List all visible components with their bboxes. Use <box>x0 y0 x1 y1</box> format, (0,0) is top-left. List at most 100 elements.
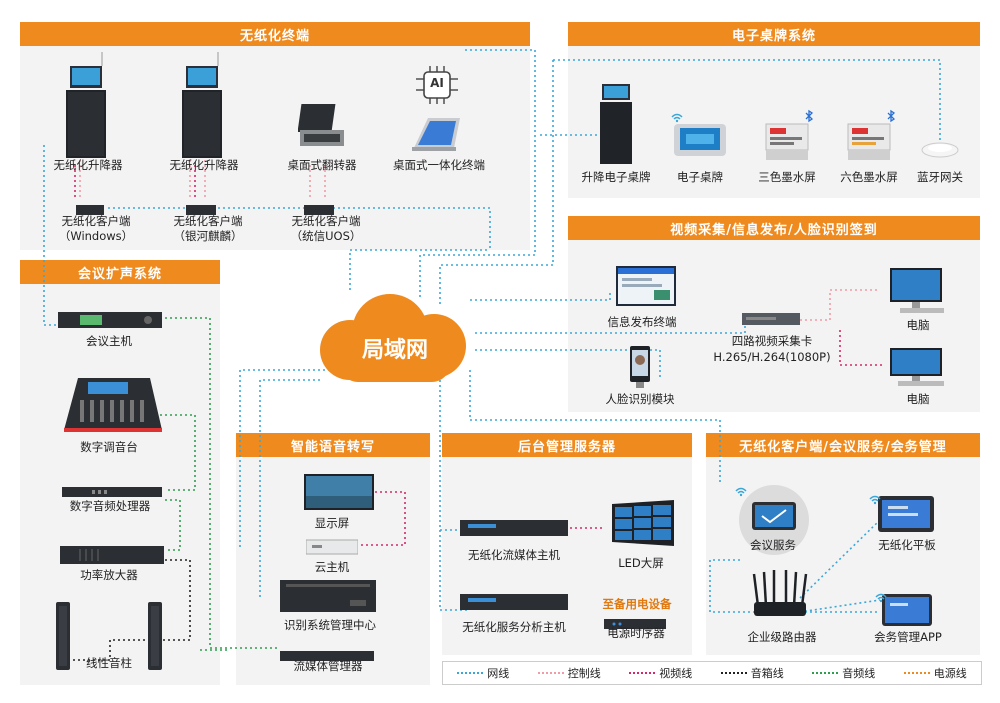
lan-cloud-label: 局域网 <box>361 338 428 363</box>
analysis-host-label: 无纸化服务分析主机 <box>462 620 566 634</box>
legend: 网线 控制线 视频线 音箱线 音频线 电源线 <box>442 661 982 685</box>
paperless-header: 无纸化终端 <box>20 22 530 46</box>
ink3-screen-label: 三色墨水屏 <box>758 170 816 184</box>
voice-header: 智能语音转写 <box>236 433 430 457</box>
lan-cloud-icon <box>310 290 480 386</box>
e-doorplate-label: 电子桌牌 <box>677 170 723 184</box>
meeting-app-label: 会务管理APP <box>874 630 942 644</box>
column-speaker-label: 线性音柱 <box>86 656 132 670</box>
digital-mixer <box>60 374 164 434</box>
paperless-lift-2-label: 无纸化升降器 <box>169 158 239 172</box>
ink6-screen-label: 六色墨水屏 <box>840 170 898 184</box>
led-wall-label: LED大屏 <box>618 556 664 570</box>
paperless-lift-1-label: 无纸化升降器 <box>53 158 123 172</box>
legend-swatch-speaker <box>720 672 747 674</box>
column-speaker-left <box>54 602 72 670</box>
client-uos-box <box>304 200 334 215</box>
meeting-app-tablet <box>882 594 932 626</box>
legend-swatch-network <box>457 672 484 674</box>
paperless-tablet-label: 无纸化平板 <box>878 538 936 552</box>
client-kylin-label: 无纸化客户端 （银河麒麟） <box>173 214 243 243</box>
video-header: 视频采集/信息发布/人脸识别签到 <box>568 216 980 240</box>
cloud-host <box>305 538 359 556</box>
paperless-lift-2 <box>178 52 226 160</box>
legend-item: 网线 <box>457 665 509 681</box>
client-windows-label: 无纸化客户端 （Windows） <box>58 214 134 243</box>
capture-card-format: H.265/H.264(1080P) <box>713 350 831 364</box>
legend-label: 音频线 <box>842 667 876 680</box>
recognition-center <box>280 580 376 614</box>
meeting-host-label: 会议主机 <box>86 334 132 348</box>
legend-item: 视频线 <box>629 665 692 681</box>
stream-host <box>460 518 568 538</box>
all-in-one-terminal <box>408 114 464 154</box>
legend-swatch-video <box>629 672 656 674</box>
info-terminal <box>614 264 678 312</box>
pc-1 <box>886 266 948 318</box>
display-screen <box>304 474 374 514</box>
power-sequencer-label: 电源时序器 <box>607 626 665 640</box>
legend-swatch-control <box>537 672 564 674</box>
meeting-host <box>58 310 162 330</box>
client-uos-label: 无纸化客户端 （统信UOS） <box>290 214 362 243</box>
doorplate-header: 电子桌牌系统 <box>568 22 980 46</box>
wifi-icon-tablet <box>868 490 882 505</box>
desktop-flipper-label: 桌面式翻转器 <box>287 158 357 172</box>
legend-swatch-power <box>903 672 930 674</box>
backup-power-label: 至备用电设备 <box>602 597 672 611</box>
bluetooth-icon-ink3 <box>802 108 816 123</box>
client-kylin-box <box>186 200 216 215</box>
audio-header: 会议扩声系统 <box>20 260 220 284</box>
led-wall <box>610 500 676 550</box>
legend-label: 视频线 <box>659 667 693 680</box>
recognition-center-label: 识别系统管理中心 <box>284 618 376 632</box>
wifi-icon-app <box>874 588 888 603</box>
wifi-icon-service <box>734 482 748 497</box>
legend-label: 控制线 <box>567 667 601 680</box>
pc-1-label: 电脑 <box>906 318 930 332</box>
stream-host-label: 无纸化流媒体主机 <box>468 548 560 562</box>
ink6-screen <box>846 122 892 162</box>
enterprise-router-label: 企业级路由器 <box>747 630 817 644</box>
digital-mixer-label: 数字调音台 <box>80 440 138 454</box>
paperless-lift-1 <box>62 52 110 160</box>
legend-label: 网线 <box>487 667 510 680</box>
bluetooth-gateway <box>920 140 960 158</box>
cloud-host-label: 云主机 <box>314 560 350 574</box>
capture-card <box>742 310 800 325</box>
stream-manager-label: 流媒体管理器 <box>293 659 363 673</box>
lift-doorplate-label: 升降电子桌牌 <box>581 170 651 184</box>
audio-dsp-label: 数字音频处理器 <box>69 499 151 513</box>
enterprise-router <box>752 570 808 622</box>
legend-item: 音频线 <box>812 665 875 681</box>
power-amplifier-label: 功率放大器 <box>80 568 138 582</box>
legend-label: 电源线 <box>933 667 967 680</box>
pc-2 <box>886 346 948 388</box>
ai-chip-icon <box>414 66 460 106</box>
ai-chip-text: AI <box>430 76 444 90</box>
legend-swatch-audio <box>812 672 839 674</box>
ink3-screen <box>764 122 810 162</box>
bluetooth-icon-ink6 <box>884 108 898 123</box>
wifi-icon-plate <box>670 108 684 123</box>
legend-label: 音箱线 <box>750 667 784 680</box>
stream-manager <box>280 646 374 661</box>
power-sequencer <box>604 614 666 629</box>
e-doorplate <box>672 120 728 160</box>
face-module <box>628 344 652 388</box>
desktop-flipper <box>297 100 346 150</box>
client-header: 无纸化客户端/会议服务/会务管理 <box>706 433 980 457</box>
bluetooth-gateway-label: 蓝牙网关 <box>917 170 963 184</box>
pc-2-label: 电脑 <box>906 392 930 406</box>
legend-item: 电源线 <box>903 665 967 681</box>
client-windows-box <box>76 200 104 215</box>
capture-card-label: 四路视频采集卡 <box>731 334 813 348</box>
info-terminal-label: 信息发布终端 <box>607 315 677 329</box>
meeting-service-circle <box>738 484 810 556</box>
display-screen-label: 显示屏 <box>314 516 350 530</box>
column-speaker-right <box>146 602 164 670</box>
legend-item: 音箱线 <box>720 665 784 681</box>
all-in-one-terminal-label: 桌面式一体化终端 <box>393 158 485 172</box>
legend-item: 控制线 <box>537 665 601 681</box>
power-amplifier <box>60 544 164 566</box>
